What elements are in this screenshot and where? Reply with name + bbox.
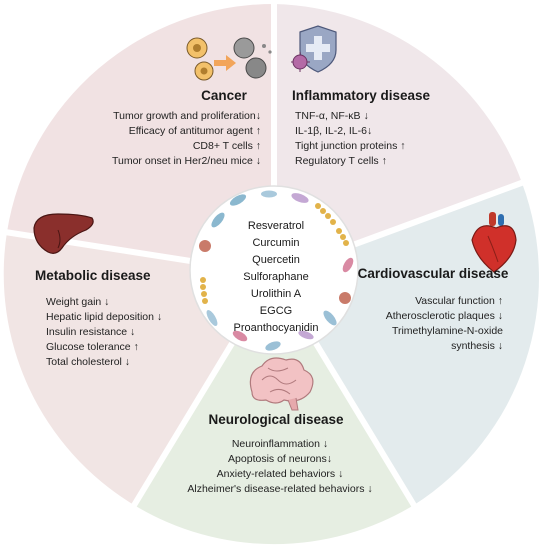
compound-item: EGCG (260, 305, 292, 317)
gut-microbes-icon (199, 190, 354, 351)
compound-item: Resveratrol (248, 220, 304, 232)
compound-item: Proanthocyanidin (233, 322, 318, 334)
effect-line: Weight gain ↓ (46, 296, 109, 308)
cancer-effects: Tumor growth and proliferation↓ Efficacy… (112, 110, 261, 167)
compound-item: Sulforaphane (243, 271, 308, 283)
effect-line: Efficacy of antitumor agent ↑ (129, 125, 261, 137)
effect-line: Apoptosis of neurons↓ (228, 453, 332, 465)
effect-line: Tumor onset in Her2/neu mice ↓ (112, 155, 261, 167)
compound-list: Resveratrol Curcumin Quercetin Sulforaph… (233, 220, 318, 334)
compound-item: Curcumin (252, 237, 299, 249)
liver-icon (33, 213, 94, 254)
cardiovascular-effects: Vascular function ↑ Atherosclerotic plaq… (386, 295, 503, 352)
effect-line: Tight junction proteins ↑ (295, 140, 406, 152)
effect-line: CD8+ T cells ↑ (193, 140, 261, 152)
cardiovascular-title: Cardiovascular disease (358, 266, 509, 281)
effect-line: IL-1β, IL-2, IL-6↓ (295, 125, 372, 137)
neurological-effects: Neuroinflammation ↓ Apoptosis of neurons… (187, 438, 372, 495)
effect-line: Neuroinflammation ↓ (232, 438, 328, 450)
tumor-cells-icon (186, 37, 272, 81)
neurological-title: Neurological disease (208, 412, 344, 427)
shield-virus-icon (291, 25, 337, 73)
center-hub (189, 185, 359, 355)
effect-line: Atherosclerotic plaques ↓ (386, 310, 503, 322)
inflammatory-effects: TNF-α, NF-κB ↓ IL-1β, IL-2, IL-6↓ Tight … (295, 110, 406, 167)
metabolic-title: Metabolic disease (35, 268, 151, 283)
effect-line: Hepatic lipid deposition ↓ (46, 311, 162, 323)
inflammatory-sector (274, 4, 522, 274)
heart-icon (471, 212, 517, 273)
compound-item: Urolithin A (251, 288, 302, 300)
effect-line: Glucose tolerance ↑ (46, 341, 139, 353)
inflammatory-title: Inflammatory disease (292, 88, 431, 103)
effect-line: Vascular function ↑ (415, 295, 503, 307)
effect-line: Tumor growth and proliferation↓ (113, 110, 261, 122)
effect-line: Total cholesterol ↓ (46, 356, 130, 368)
effect-line: synthesis ↓ (451, 340, 503, 352)
cancer-title: Cancer (201, 88, 248, 103)
metabolic-effects: Weight gain ↓ Hepatic lipid deposition ↓… (46, 296, 162, 368)
effect-line: Trimethylamine-N-oxide (392, 325, 503, 337)
neurological-sector (134, 274, 414, 545)
effect-line: Alzheimer's disease-related behaviors ↓ (187, 483, 372, 495)
effect-line: TNF-α, NF-κB ↓ (295, 110, 369, 122)
compound-item: Quercetin (252, 254, 300, 266)
brain-icon (249, 357, 314, 411)
effect-line: Insulin resistance ↓ (46, 326, 135, 338)
effect-line: Regulatory T cells ↑ (295, 155, 387, 167)
effect-line: Anxiety-related behaviors ↓ (217, 468, 344, 480)
